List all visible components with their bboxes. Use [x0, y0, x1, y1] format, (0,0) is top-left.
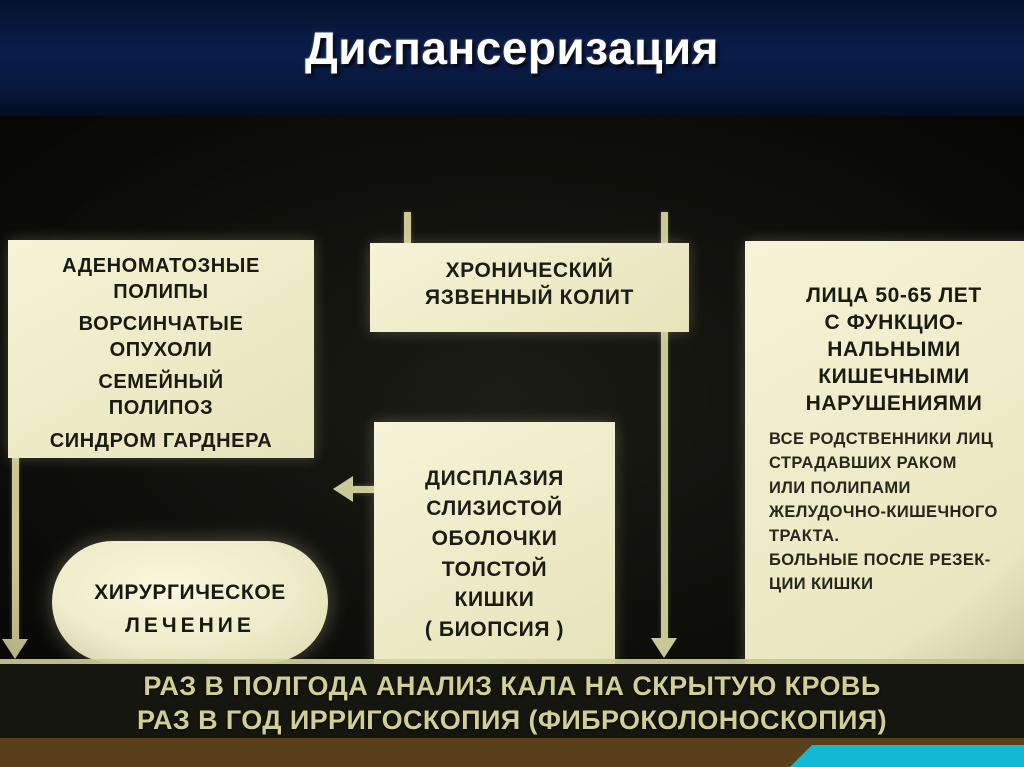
connector-colitis-to-banner-line: [661, 212, 668, 642]
colitis-line-1: ЯЗВЕННЫЙ КОЛИТ: [425, 285, 634, 309]
persons-detail-5: БОЛЬНЫЕ ПОСЛЕ РЕЗЕК-: [769, 550, 991, 569]
dysplasia-line-5: ( БИОПСИЯ ): [424, 618, 565, 642]
colitis-line-0: ХРОНИЧЕСКИЙ: [445, 259, 614, 282]
connector-dysplasia-to-surgery-arrow: [333, 476, 353, 502]
connector-colitis-to-banner-arrow: [651, 638, 677, 658]
risk-line-5: ПОЛИПОЗ: [108, 396, 214, 419]
persons-line-0: ЛИЦА 50-65 ЛЕТ: [806, 284, 982, 307]
persons-detail-0: ВСЕ РОДСТВЕННИКИ ЛИЦ: [769, 430, 994, 449]
persons-detail-4: ТРАКТА.: [769, 526, 840, 545]
surgery-line-1: ЛЕЧЕНИЕ: [125, 613, 255, 637]
page-title: Диспансеризация: [304, 22, 720, 74]
banner-line-0: РАЗ В ПОЛГОДА АНАЛИЗ КАЛА НА СКРЫТУЮ КРО…: [143, 671, 881, 701]
connector-adenoma-to-banner-line: [12, 338, 19, 649]
persons-line-1: С ФУНКЦИО-: [824, 310, 964, 334]
risk-line-4: СЕМЕЙНЫЙ: [98, 371, 224, 394]
risk-line-2: ВОРСИНЧАТЫЕ: [78, 313, 244, 336]
footer-strip-cyan: [790, 745, 1024, 767]
persons-line-2: НАЛЬНЫМИ: [827, 337, 961, 361]
dysplasia-line-4: КИШКИ: [454, 587, 535, 611]
slide-header: Диспансеризация: [0, 0, 1024, 116]
bottom-banner: РАЗ В ПОЛГОДА АНАЛИЗ КАЛА НА СКРЫТУЮ КРО…: [0, 664, 1024, 738]
risk-line-1: ПОЛИПЫ: [113, 280, 209, 303]
diagram-photo: АДЕНОМАТОЗНЫЕ ПОЛИПЫ ВОРСИНЧАТЫЕ ОПУХОЛИ…: [0, 116, 1024, 738]
persons-box: ЛИЦА 50-65 ЛЕТ С ФУНКЦИО- НАЛЬНЫМИ КИШЕЧ…: [745, 241, 1024, 684]
persons-detail-2: ИЛИ ПОЛИПАМИ: [769, 478, 911, 497]
dysplasia-line-2: ОБОЛОЧКИ: [431, 527, 558, 551]
risk-line-3: ОПУХОЛИ: [109, 338, 213, 361]
risk-line-0: АДЕНОМАТОЗНЫЕ: [62, 255, 260, 277]
dysplasia-line-0: ДИСПЛАЗИЯ: [425, 467, 564, 490]
persons-line-3: КИШЕЧНЫМИ: [818, 364, 970, 388]
banner-rule: [0, 659, 1024, 664]
connector-adenoma-to-banner-arrow: [2, 639, 28, 659]
persons-detail-6: ЦИИ КИШКИ: [769, 574, 874, 593]
dysplasia-line-3: ТОЛСТОЙ: [441, 557, 548, 581]
persons-detail-3: ЖЕЛУДОЧНО-КИШЕЧНОГО: [769, 502, 998, 521]
surgery-line-0: ХИРУРГИЧЕСКОЕ: [94, 581, 286, 604]
dysplasia-box: ДИСПЛАЗИЯ СЛИЗИСТОЙ ОБОЛОЧКИ ТОЛСТОЙ КИШ…: [374, 422, 615, 671]
persons-detail-1: СТРАДАВШИХ РАКОМ: [769, 454, 957, 473]
connector-dysplasia-to-surgery-line: [352, 486, 384, 493]
dysplasia-line-1: СЛИЗИСТОЙ: [426, 497, 563, 521]
persons-line-4: НАРУШЕНИЯМИ: [805, 391, 983, 415]
surgery-box: ХИРУРГИЧЕСКОЕ ЛЕЧЕНИЕ: [52, 541, 328, 663]
risk-groups-box: АДЕНОМАТОЗНЫЕ ПОЛИПЫ ВОРСИНЧАТЫЕ ОПУХОЛИ…: [8, 240, 314, 458]
banner-line-1: РАЗ В ГОД ИРРИГОСКОПИЯ (ФИБРОКОЛОНОСКОПИ…: [136, 705, 888, 736]
colitis-box: ХРОНИЧЕСКИЙ ЯЗВЕННЫЙ КОЛИТ: [370, 243, 689, 332]
risk-line-6: СИНДРОМ ГАРДНЕРА: [49, 429, 273, 452]
